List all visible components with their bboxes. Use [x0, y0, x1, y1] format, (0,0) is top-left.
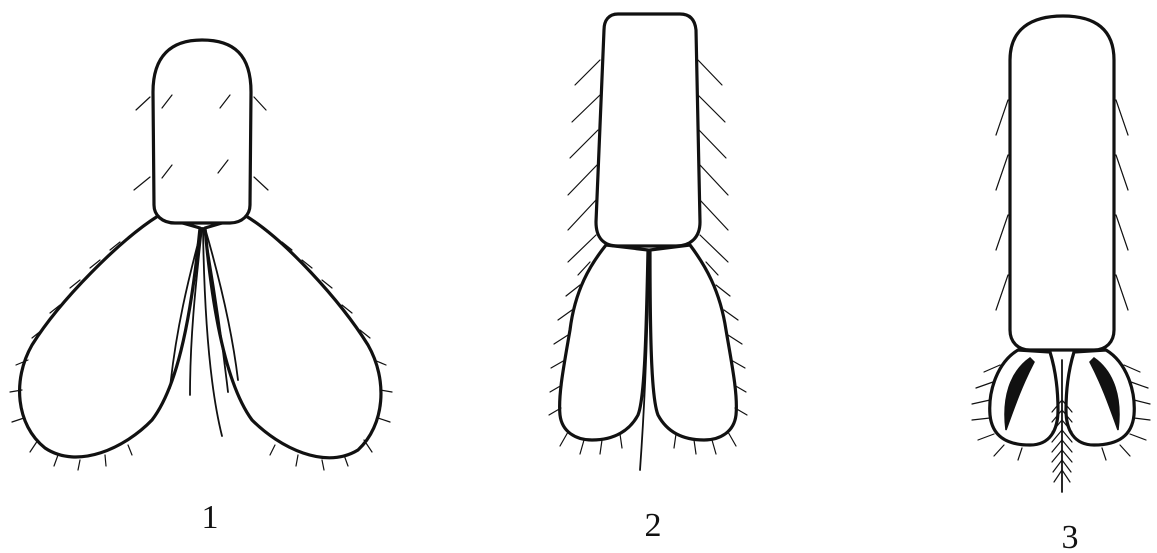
panel-label-3: 3 [1062, 519, 1079, 553]
appendage-2-left-lobe [560, 245, 648, 440]
appendage-3: 3 [972, 16, 1150, 553]
appendage-1: 1 [10, 40, 392, 536]
appendage-1-basal-segment [153, 40, 251, 223]
panel-label-2: 2 [645, 507, 662, 544]
panel-label-1: 1 [202, 499, 219, 536]
appendage-3-basal-segment [1010, 16, 1114, 350]
appendage-2: 2 [549, 14, 747, 544]
appendage-1-left-lobe [20, 216, 200, 457]
appendage-2-basal-segment [596, 14, 700, 246]
appendage-2-right-lobe [650, 245, 736, 440]
